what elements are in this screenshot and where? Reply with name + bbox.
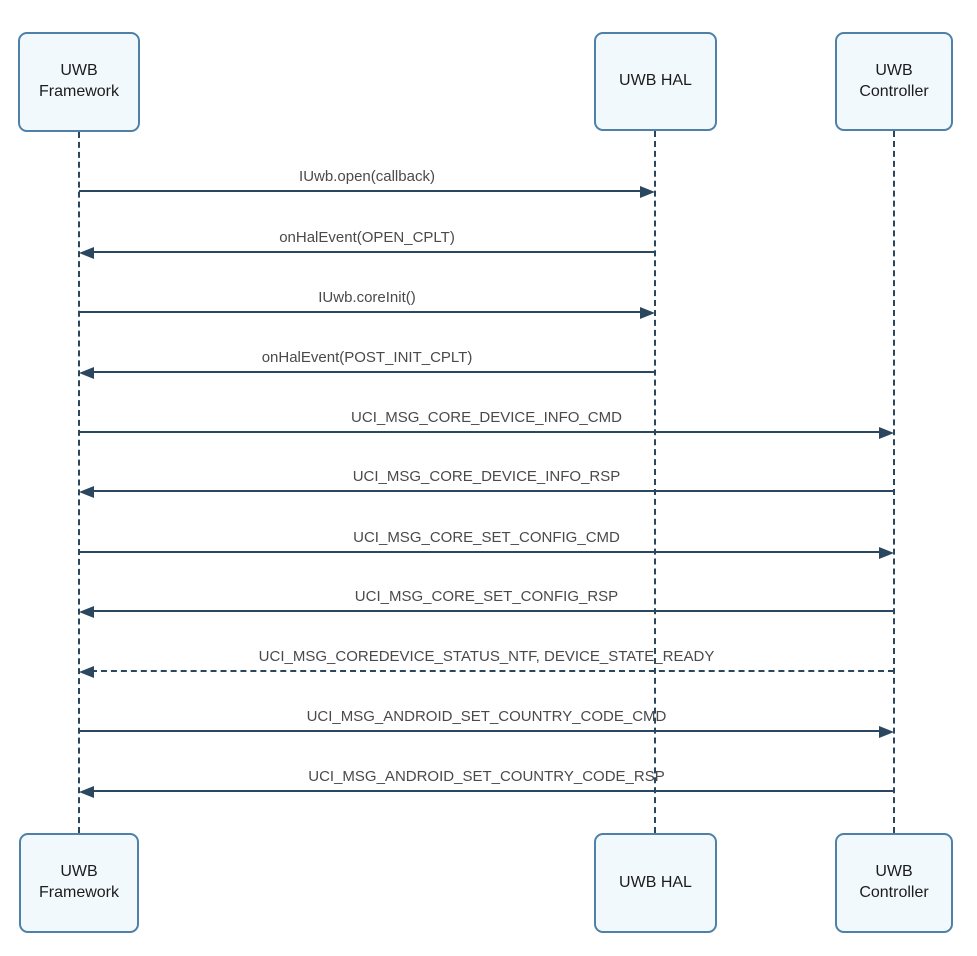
actor-uwb-controller-bottom: UWB Controller [835,833,953,933]
arrowhead-left-icon [79,606,94,618]
arrowhead-left-icon [79,247,94,259]
message-label: onHalEvent(OPEN_CPLT) [279,229,455,246]
message-line [79,730,882,732]
message-line [91,610,894,612]
lifeline-uwb-framework [78,132,80,833]
message-uci-core-device-info-cmd: UCI_MSG_CORE_DEVICE_INFO_CMD [79,405,894,439]
message-onhalevent-post-init-cplt: onHalEvent(POST_INIT_CPLT) [79,345,655,379]
message-label: UCI_MSG_CORE_SET_CONFIG_CMD [353,529,620,546]
lifeline-uwb-hal [654,131,656,833]
message-line [79,311,643,313]
message-label: UCI_MSG_COREDEVICE_STATUS_NTF, DEVICE_ST… [258,648,715,665]
message-uci-core-set-config-cmd: UCI_MSG_CORE_SET_CONFIG_CMD [79,525,894,559]
message-label: IUwb.coreInit() [318,289,416,306]
message-label: UCI_MSG_CORE_DEVICE_INFO_CMD [351,409,622,426]
actor-uwb-framework-top: UWB Framework [18,32,140,132]
actor-uwb-hal-top: UWB HAL [594,32,717,131]
arrowhead-left-icon [79,666,94,678]
message-line [91,790,894,792]
message-line [91,251,655,253]
message-uci-core-device-info-rsp: UCI_MSG_CORE_DEVICE_INFO_RSP [79,464,894,498]
arrowhead-left-icon [79,367,94,379]
message-line [79,190,643,192]
message-label: UCI_MSG_ANDROID_SET_COUNTRY_CODE_CMD [306,708,667,725]
message-onhalevent-open-cplt: onHalEvent(OPEN_CPLT) [79,225,655,259]
lifeline-uwb-controller [893,131,895,833]
message-line [91,371,655,373]
message-iuwb-coreinit: IUwb.coreInit() [79,285,655,319]
message-uci-core-set-config-rsp: UCI_MSG_CORE_SET_CONFIG_RSP [79,584,894,618]
message-uci-android-set-country-code-cmd: UCI_MSG_ANDROID_SET_COUNTRY_CODE_CMD [79,704,894,738]
arrowhead-right-icon [879,547,894,559]
message-label: onHalEvent(POST_INIT_CPLT) [261,349,473,366]
message-label: UCI_MSG_ANDROID_SET_COUNTRY_CODE_RSP [308,768,665,785]
arrowhead-right-icon [879,427,894,439]
message-line [79,431,882,433]
message-label: UCI_MSG_CORE_DEVICE_INFO_RSP [352,468,621,485]
actor-uwb-hal-bottom: UWB HAL [594,833,717,933]
arrowhead-right-icon [640,307,655,319]
message-uci-android-set-country-code-rsp: UCI_MSG_ANDROID_SET_COUNTRY_CODE_RSP [79,764,894,798]
message-uci-device-status-ntf: UCI_MSG_COREDEVICE_STATUS_NTF, DEVICE_ST… [79,644,894,678]
message-iuwb-open: IUwb.open(callback) [79,164,655,198]
message-label: UCI_MSG_CORE_SET_CONFIG_RSP [354,588,619,605]
actor-uwb-controller-top: UWB Controller [835,32,953,131]
arrowhead-right-icon [879,726,894,738]
message-line [91,490,894,492]
actor-uwb-framework-bottom: UWB Framework [19,833,139,933]
message-line [79,551,882,553]
message-line [91,670,894,672]
arrowhead-left-icon [79,486,94,498]
arrowhead-right-icon [640,186,655,198]
message-label: IUwb.open(callback) [299,168,435,185]
arrowhead-left-icon [79,786,94,798]
